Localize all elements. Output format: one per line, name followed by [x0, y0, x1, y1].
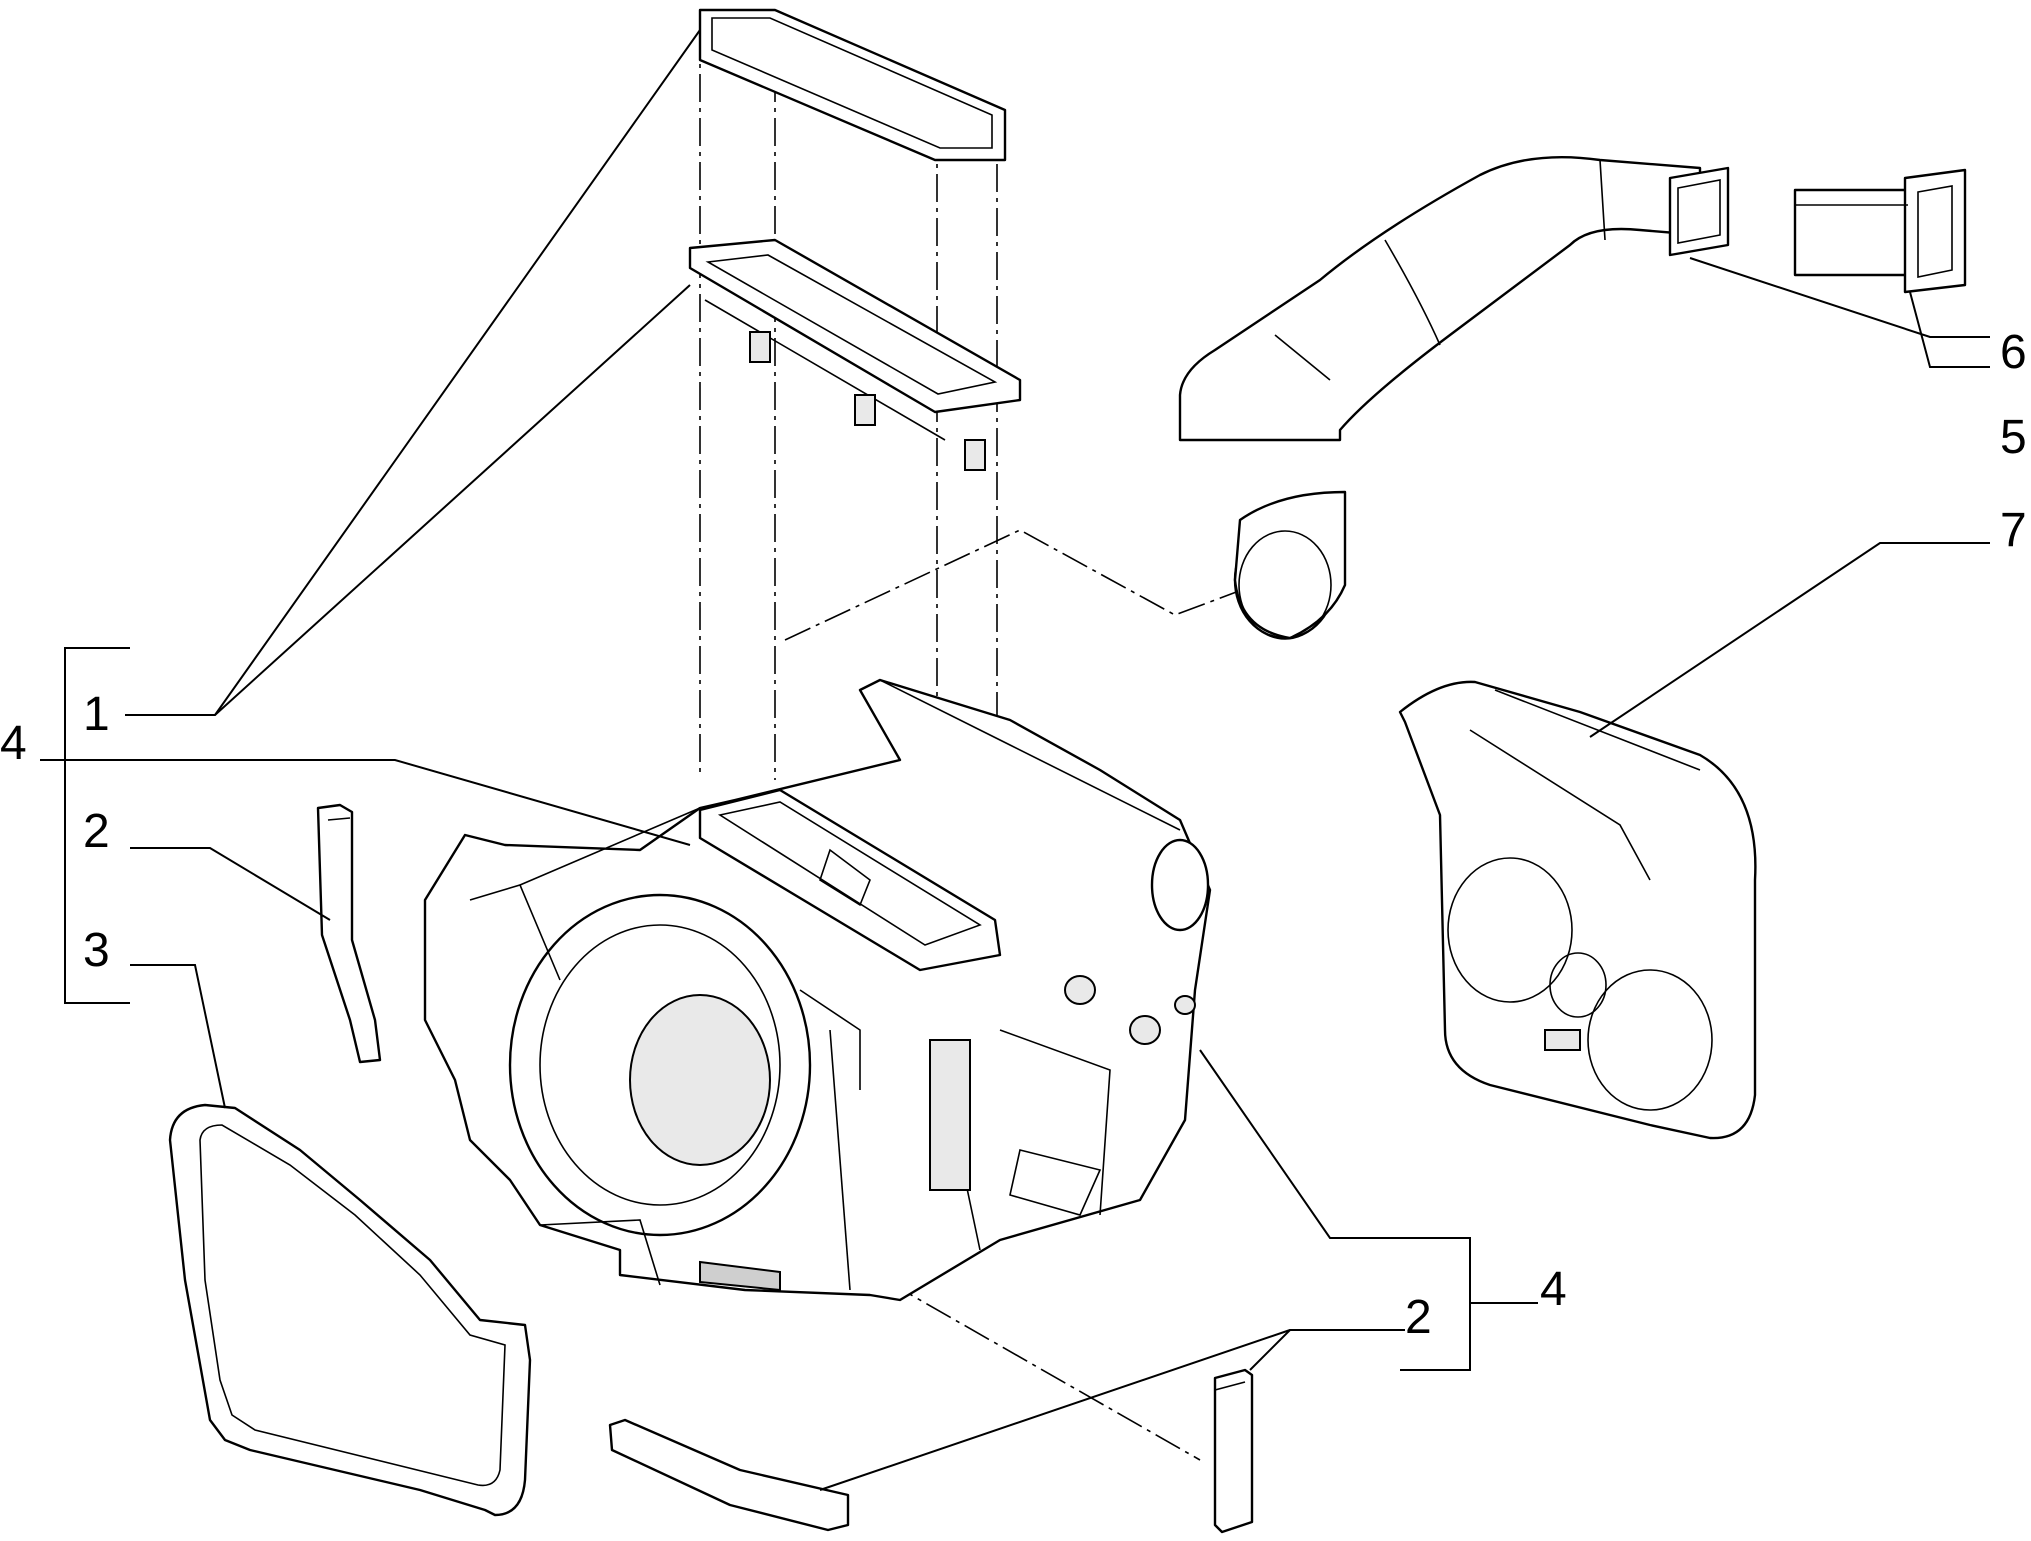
- callout-4-right: 4: [1540, 1263, 1567, 1316]
- part-2-seal-strip-left: [316, 803, 382, 1064]
- part-2-seal-strip-right: [1213, 1368, 1254, 1534]
- part-3-gasket: [168, 1103, 532, 1517]
- part-5-air-duct: [1178, 155, 1730, 640]
- part-4-heater-housing: [423, 678, 1212, 1302]
- callouts: 1 2 2 3 4 4 5 6 7: [0, 326, 2027, 1344]
- callout-3: 3: [83, 924, 110, 977]
- callout-2-left: 2: [83, 805, 110, 858]
- part-2-seal-strip-bottom: [608, 1418, 850, 1532]
- callout-6: 6: [2000, 326, 2027, 379]
- callout-2-bottom: 2: [1405, 1291, 1432, 1344]
- part-6-duct-connector: [1793, 168, 1967, 294]
- callout-1: 1: [83, 688, 110, 741]
- callout-5: 5: [2000, 411, 2027, 464]
- part-1-filter-frame: [688, 238, 1022, 471]
- part-7-panel: [1398, 680, 1757, 1140]
- callout-7: 7: [2000, 504, 2027, 557]
- callout-4-left: 4: [0, 717, 27, 770]
- leader-lines: [40, 29, 1990, 1491]
- part-1-cabin-filter: [698, 8, 1007, 162]
- alignment-lines: [699, 30, 1256, 1461]
